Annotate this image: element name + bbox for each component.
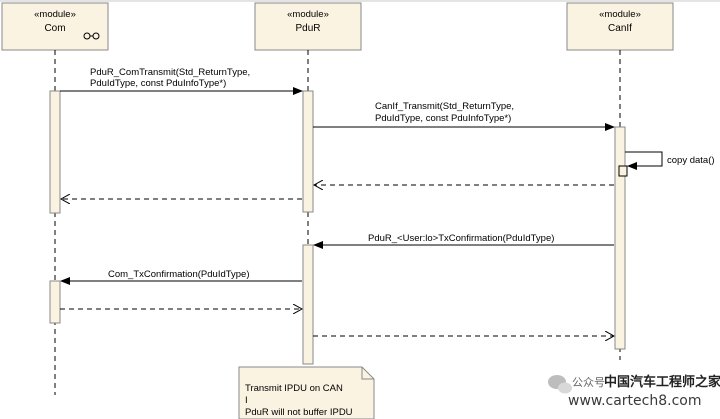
message-pdur-comtransmit-line1: PduR_ComTransmit(Std_ReturnType, bbox=[90, 67, 250, 78]
participant-canif-name: CanIf bbox=[608, 23, 632, 34]
participant-com-stereotype: «module» bbox=[34, 9, 76, 20]
message-copy-data: copy data() bbox=[625, 151, 715, 170]
participant-pdur-stereotype: «module» bbox=[287, 9, 329, 20]
participant-com-name: Com bbox=[44, 23, 65, 34]
link-icon bbox=[83, 32, 100, 40]
message-pdur-comtransmit-line2: PduIdType, const PduInfoType*) bbox=[90, 78, 226, 89]
activation-pdur-1 bbox=[302, 90, 314, 213]
message-com-txconfirmation-label: Com_TxConfirmation(PduIdType) bbox=[108, 269, 250, 280]
watermark: 公众号 中国汽车工程师之家 www.cartech8.com bbox=[548, 374, 720, 409]
participant-pdur: «module» PduR bbox=[254, 2, 362, 51]
activation-canif-nested bbox=[618, 165, 628, 177]
note-line-1: Transmit IPDU on CAN bbox=[245, 383, 343, 394]
message-canif-transmit-line2: PduIdType, const PduInfoType*) bbox=[375, 113, 511, 124]
message-pdur-comtransmit: PduR_ComTransmit(Std_ReturnType, PduIdTy… bbox=[60, 67, 303, 95]
message-canif-transmit: CanIf_Transmit(Std_ReturnType, PduIdType… bbox=[313, 101, 615, 131]
message-canif-transmit-line1: CanIf_Transmit(Std_ReturnType, bbox=[375, 101, 514, 112]
activation-canif-1 bbox=[614, 126, 626, 350]
participant-com: «module» Com bbox=[1, 2, 109, 51]
note-line-2: I bbox=[245, 395, 248, 406]
participant-pdur-name: PduR bbox=[295, 23, 320, 34]
activation-com-2 bbox=[49, 280, 61, 324]
message-pdur-txconfirmation-label: PduR_<User:lo>TxConfirmation(PduIdType) bbox=[368, 233, 554, 244]
participant-canif-stereotype: «module» bbox=[599, 9, 641, 20]
message-pdur-txconfirmation: PduR_<User:lo>TxConfirmation(PduIdType) bbox=[313, 233, 614, 249]
activation-com-1 bbox=[49, 90, 61, 214]
activation-pdur-2 bbox=[302, 244, 314, 365]
message-copy-data-label: copy data() bbox=[667, 155, 715, 166]
watermark-brand-cn: 中国汽车工程师之家 bbox=[604, 374, 720, 390]
message-com-txconfirmation: Com_TxConfirmation(PduIdType) bbox=[60, 269, 302, 285]
wechat-icon bbox=[548, 375, 572, 394]
participant-canif: «module» CanIf bbox=[566, 2, 674, 51]
watermark-url: www.cartech8.com bbox=[568, 393, 701, 409]
watermark-public-account: 公众号 bbox=[572, 376, 605, 389]
note-line-3: PduR will not buffer IPDU bbox=[245, 407, 353, 418]
note: Transmit IPDU on CAN I PduR will not buf… bbox=[238, 366, 375, 419]
